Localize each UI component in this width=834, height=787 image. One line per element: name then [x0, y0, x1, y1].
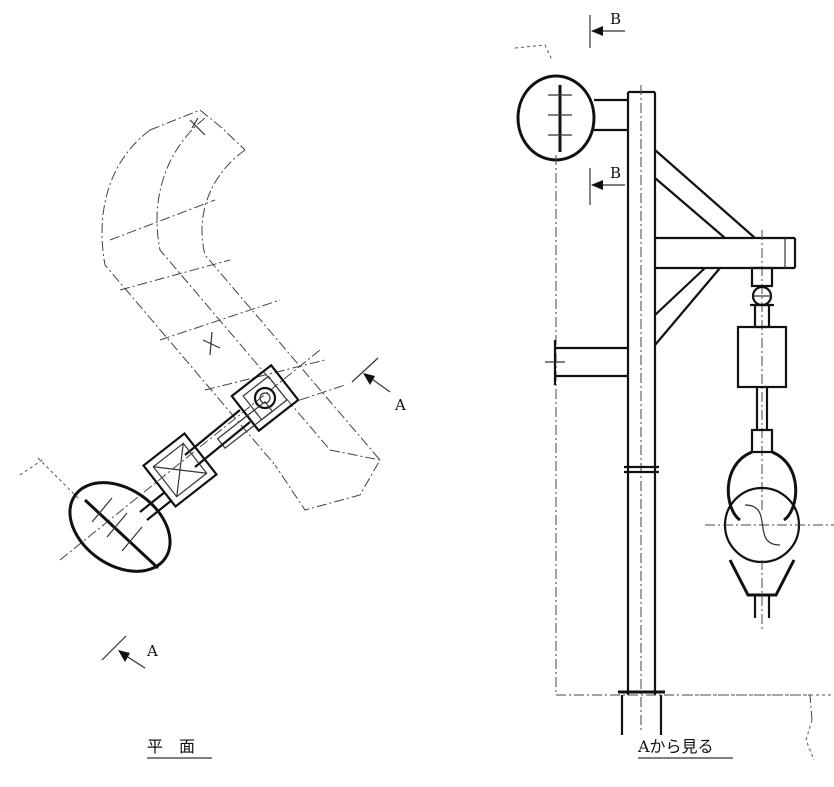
plan-view-caption: 平 面 [147, 737, 195, 756]
side-hanger-assembly [736, 230, 788, 510]
side-section-arrow-b-middle: B [589, 164, 625, 205]
plan-centerline [59, 349, 321, 561]
side-column [618, 85, 665, 735]
side-pipe-clamp [705, 450, 834, 630]
section-label-b-middle: B [610, 164, 621, 182]
side-view-caption: Aから見る [637, 737, 714, 756]
side-upper-brace [654, 149, 756, 239]
side-stub-beam [545, 340, 628, 385]
plan-pipe-clamp [216, 363, 300, 450]
side-horizontal-beam [655, 236, 797, 270]
side-section-arrow-b-top: B [589, 10, 625, 48]
section-label-a-right: A [394, 396, 406, 414]
plan-view: A A 平 面 [19, 109, 406, 759]
plan-spring-box [141, 431, 219, 509]
side-highlight-ellipse [516, 74, 596, 162]
section-label-b-top: B [610, 10, 621, 28]
side-base-outline [556, 694, 813, 721]
side-lower-brace [654, 267, 721, 346]
section-label-a-bottom: A [146, 642, 158, 660]
side-view: B B [514, 10, 834, 761]
plan-section-arrow-a-right: A [351, 357, 406, 414]
plan-section-arrow-a-bottom: A [101, 635, 158, 669]
plan-highlight-ellipse [68, 481, 172, 573]
pipe-elbow-outline [101, 109, 381, 511]
